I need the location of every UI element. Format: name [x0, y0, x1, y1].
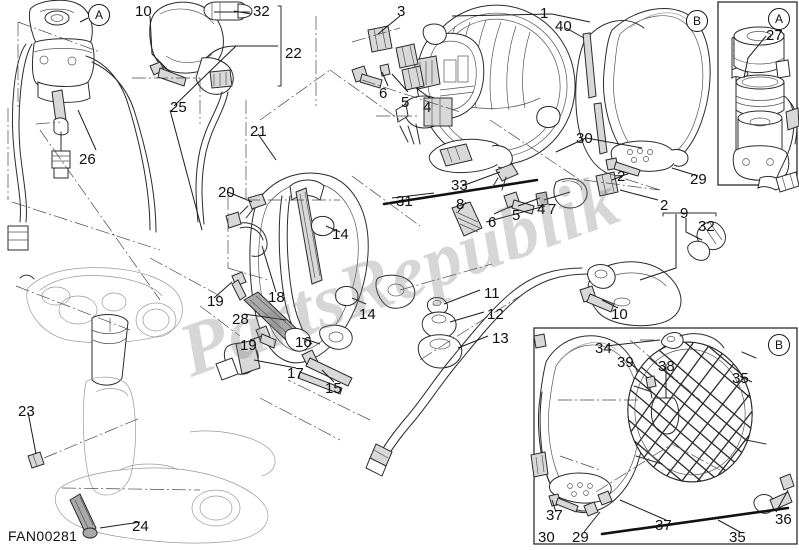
callout-number: 14	[332, 226, 349, 243]
callout-number: 30	[538, 529, 555, 546]
callout-number: 19	[207, 293, 224, 310]
callout-number: 23	[18, 403, 35, 420]
callout-number: 32	[253, 3, 270, 20]
callout-number: 31	[396, 193, 413, 210]
headlight-body	[395, 4, 576, 174]
callout-number: 34	[595, 340, 612, 357]
callout-number: 15	[325, 380, 342, 397]
fastener-group-lower	[503, 171, 619, 215]
callout-number: 36	[775, 511, 792, 528]
callout-number: 39	[617, 354, 634, 371]
callout-number: 18	[268, 289, 285, 306]
callout-number: 4	[537, 201, 546, 218]
callout-number: 20	[218, 184, 235, 201]
callout-number-27: 27	[766, 27, 783, 44]
leader-lines	[27, 11, 789, 533]
callout-number: 14	[359, 306, 376, 323]
callout-number: 40	[555, 18, 572, 35]
callout-number: 30	[576, 130, 593, 147]
bracket-small-parts	[215, 193, 353, 395]
detail-a-frame	[717, 1, 798, 186]
callout-number: 3	[397, 3, 406, 20]
wiring-harness-lower	[381, 267, 583, 451]
callout-number: 29	[572, 529, 589, 546]
callout-number: 6	[488, 214, 497, 231]
callout-number: 5	[401, 94, 410, 111]
ignition-switch-assembly	[7, 0, 157, 251]
callout-number: 2	[617, 168, 626, 185]
callout-number: 37	[655, 517, 672, 534]
callout-number: 29	[690, 171, 707, 188]
turn-indicator-right	[579, 212, 726, 327]
callout-number: 22	[285, 45, 302, 62]
callout-number: 11	[484, 285, 500, 302]
callout-number: 4	[423, 99, 432, 116]
callout-number: 10	[135, 3, 152, 20]
callout-number: 21	[250, 123, 267, 140]
callout-number: 13	[492, 330, 509, 347]
callout-number: 19	[240, 337, 257, 354]
callout-number: 6	[379, 85, 388, 102]
callout-number: 35	[732, 370, 749, 387]
callout-number: 24	[132, 518, 149, 535]
callout-number: 35	[729, 529, 746, 546]
rubber-mount-stack	[417, 297, 463, 369]
callout-number: 37	[546, 507, 563, 524]
callout-number: 28	[232, 311, 249, 328]
inset-letter-b-main: B	[686, 10, 708, 32]
callout-number: 26	[79, 151, 96, 168]
callout-number: 12	[487, 306, 504, 323]
callout-number: 7	[548, 201, 557, 218]
callout-number: 32	[698, 218, 715, 235]
construction-lines	[7, 16, 721, 493]
callout-number: 16	[295, 334, 312, 351]
callout-number: 17	[287, 365, 304, 382]
callout-number: 10	[611, 306, 628, 323]
callout-number: 25	[170, 99, 187, 116]
inset-letter-a-detail: A	[768, 8, 790, 30]
detail-b-frame	[533, 327, 798, 545]
inset-letter-a-main: A	[88, 4, 110, 26]
callout-number: 33	[451, 177, 468, 194]
turn-indicator-upper-left	[149, 1, 253, 225]
inset-letter-b-detail: B	[768, 334, 790, 356]
callout-number: 1	[540, 5, 549, 22]
callout-number: 9	[680, 205, 689, 222]
part-31-rod	[382, 178, 539, 206]
detail-a-content	[731, 26, 799, 193]
headlight-trim-ring	[575, 8, 711, 177]
callout-number: 8	[456, 196, 465, 213]
diagram-code: FAN00281	[8, 528, 78, 544]
headlight-support-bracket	[249, 172, 416, 364]
fork-triple-clamp	[26, 267, 276, 544]
fastener-group-upper	[351, 25, 425, 91]
callout-number: 2	[660, 197, 669, 214]
callout-number: 5	[512, 207, 521, 224]
callout-number: 38	[658, 358, 675, 375]
bracket-22	[277, 5, 282, 87]
